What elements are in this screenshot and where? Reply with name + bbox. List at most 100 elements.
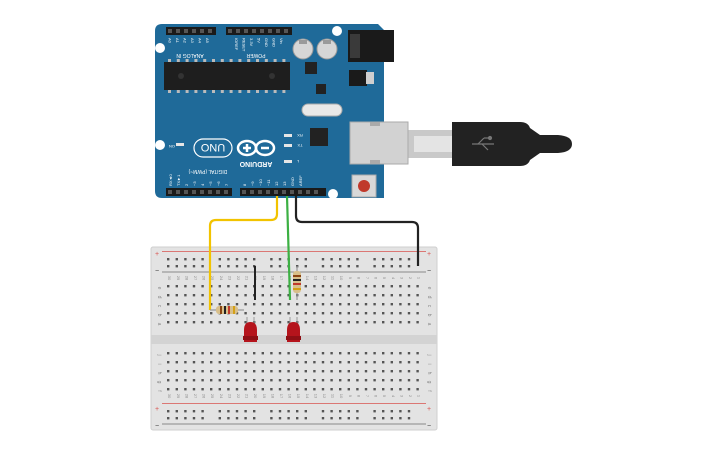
terminal-hole[interactable]: [373, 303, 376, 306]
terminal-hole[interactable]: [261, 321, 264, 324]
terminal-hole[interactable]: [407, 303, 411, 306]
red-led-2[interactable]: [286, 317, 301, 342]
terminal-hole[interactable]: [339, 370, 342, 373]
terminal-hole[interactable]: [167, 361, 170, 364]
terminal-hole[interactable]: [364, 312, 368, 315]
rail-hole[interactable]: [244, 265, 247, 268]
rail-hole[interactable]: [407, 265, 411, 268]
terminal-hole[interactable]: [227, 294, 230, 297]
terminal-hole[interactable]: [210, 321, 213, 324]
header-pin[interactable]: [298, 190, 302, 194]
terminal-hole[interactable]: [192, 361, 196, 364]
terminal-hole[interactable]: [330, 294, 333, 297]
rail-hole[interactable]: [167, 258, 170, 261]
terminal-hole[interactable]: [330, 388, 333, 391]
terminal-hole[interactable]: [356, 379, 359, 382]
terminal-hole[interactable]: [287, 370, 290, 373]
terminal-hole[interactable]: [175, 285, 178, 288]
terminal-hole[interactable]: [407, 352, 411, 355]
terminal-hole[interactable]: [321, 352, 325, 355]
rail-hole[interactable]: [382, 258, 385, 261]
terminal-hole[interactable]: [253, 303, 256, 306]
terminal-hole[interactable]: [278, 361, 282, 364]
terminal-hole[interactable]: [184, 388, 187, 391]
terminal-hole[interactable]: [287, 294, 290, 297]
terminal-hole[interactable]: [304, 294, 307, 297]
terminal-hole[interactable]: [287, 303, 290, 306]
rail-hole[interactable]: [201, 258, 204, 261]
terminal-hole[interactable]: [270, 285, 273, 288]
rail-hole[interactable]: [347, 410, 350, 413]
rail-hole[interactable]: [270, 410, 273, 413]
terminal-hole[interactable]: [330, 321, 333, 324]
terminal-hole[interactable]: [227, 352, 230, 355]
terminal-hole[interactable]: [184, 312, 187, 315]
terminal-hole[interactable]: [175, 361, 178, 364]
terminal-hole[interactable]: [416, 294, 419, 297]
terminal-hole[interactable]: [278, 388, 282, 391]
terminal-hole[interactable]: [278, 370, 282, 373]
rail-hole[interactable]: [339, 410, 342, 413]
rail-hole[interactable]: [407, 410, 411, 413]
rail-hole[interactable]: [235, 417, 239, 420]
header-pin[interactable]: [244, 29, 248, 33]
terminal-hole[interactable]: [321, 388, 325, 391]
terminal-hole[interactable]: [356, 321, 359, 324]
terminal-hole[interactable]: [356, 285, 359, 288]
terminal-hole[interactable]: [201, 352, 204, 355]
terminal-hole[interactable]: [201, 303, 204, 306]
terminal-hole[interactable]: [356, 312, 359, 315]
terminal-hole[interactable]: [184, 285, 187, 288]
terminal-hole[interactable]: [167, 352, 170, 355]
terminal-hole[interactable]: [339, 303, 342, 306]
terminal-hole[interactable]: [201, 321, 204, 324]
terminal-hole[interactable]: [235, 285, 239, 288]
terminal-hole[interactable]: [235, 303, 239, 306]
rail-hole[interactable]: [192, 265, 196, 268]
terminal-hole[interactable]: [210, 294, 213, 297]
rail-hole[interactable]: [227, 258, 230, 261]
terminal-hole[interactable]: [304, 303, 307, 306]
terminal-hole[interactable]: [261, 361, 264, 364]
terminal-hole[interactable]: [175, 388, 178, 391]
terminal-hole[interactable]: [364, 379, 368, 382]
rail-hole[interactable]: [235, 265, 239, 268]
rail-hole[interactable]: [175, 265, 178, 268]
terminal-hole[interactable]: [382, 379, 385, 382]
terminal-hole[interactable]: [399, 294, 402, 297]
terminal-hole[interactable]: [244, 303, 247, 306]
terminal-hole[interactable]: [399, 370, 402, 373]
rail-hole[interactable]: [356, 417, 359, 420]
terminal-hole[interactable]: [201, 370, 204, 373]
header-pin[interactable]: [252, 29, 256, 33]
terminal-hole[interactable]: [304, 321, 307, 324]
terminal-hole[interactable]: [218, 388, 221, 391]
header-pin[interactable]: [290, 190, 294, 194]
terminal-hole[interactable]: [278, 312, 282, 315]
rail-hole[interactable]: [373, 265, 376, 268]
rail-hole[interactable]: [235, 258, 239, 261]
terminal-hole[interactable]: [339, 379, 342, 382]
terminal-hole[interactable]: [296, 388, 299, 391]
rail-hole[interactable]: [287, 417, 290, 420]
rail-hole[interactable]: [278, 265, 282, 268]
terminal-hole[interactable]: [244, 312, 247, 315]
terminal-hole[interactable]: [390, 370, 393, 373]
rail-hole[interactable]: [347, 417, 350, 420]
rail-hole[interactable]: [270, 258, 273, 261]
terminal-hole[interactable]: [175, 294, 178, 297]
terminal-hole[interactable]: [373, 370, 376, 373]
terminal-hole[interactable]: [167, 388, 170, 391]
terminal-hole[interactable]: [347, 303, 350, 306]
terminal-hole[interactable]: [364, 321, 368, 324]
terminal-hole[interactable]: [356, 303, 359, 306]
yellow-wire[interactable]: [208, 196, 279, 310]
terminal-hole[interactable]: [227, 388, 230, 391]
terminal-hole[interactable]: [167, 312, 170, 315]
terminal-hole[interactable]: [339, 312, 342, 315]
terminal-hole[interactable]: [235, 321, 239, 324]
terminal-hole[interactable]: [416, 361, 419, 364]
terminal-hole[interactable]: [192, 303, 196, 306]
terminal-hole[interactable]: [339, 388, 342, 391]
rail-hole[interactable]: [270, 417, 273, 420]
